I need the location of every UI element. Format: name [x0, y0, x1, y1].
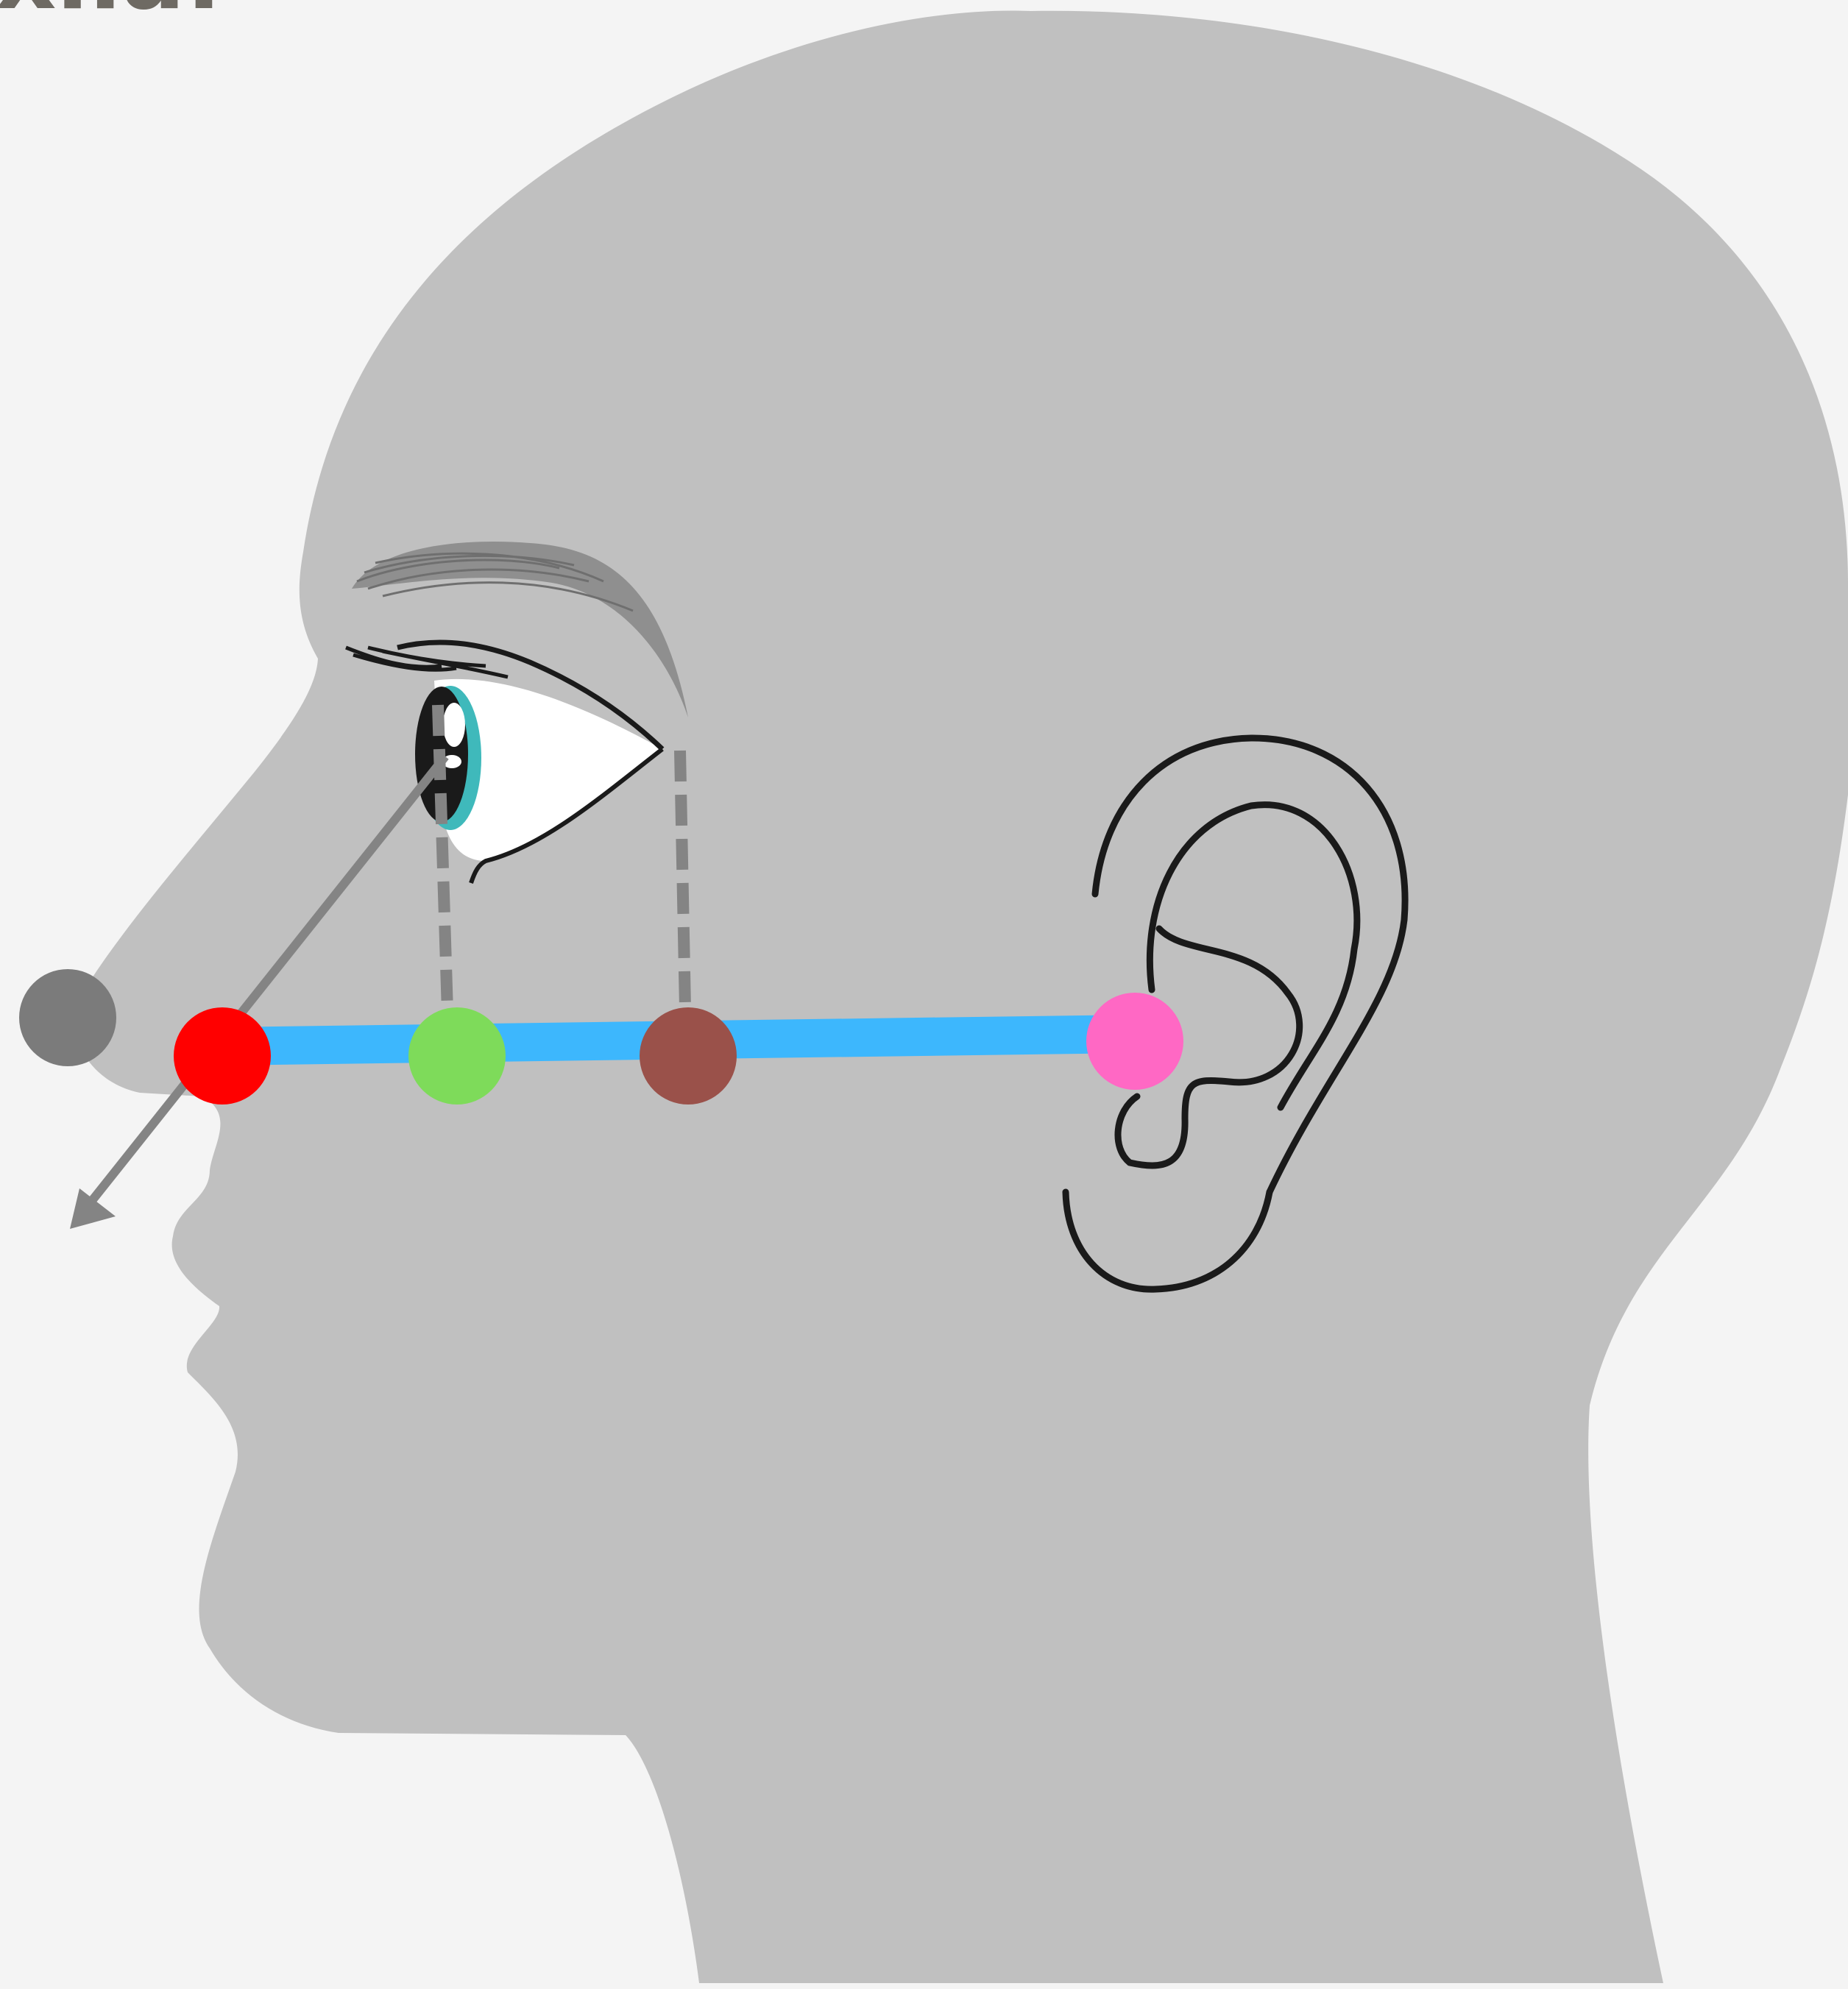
ear-point: [1086, 993, 1183, 1090]
nose-tip-point: [19, 969, 116, 1066]
head-silhouette: [73, 10, 1848, 1983]
pupil-point: [408, 1007, 506, 1105]
eye-corner-point: [640, 1007, 737, 1105]
nose-bridge-point: [174, 1007, 271, 1105]
